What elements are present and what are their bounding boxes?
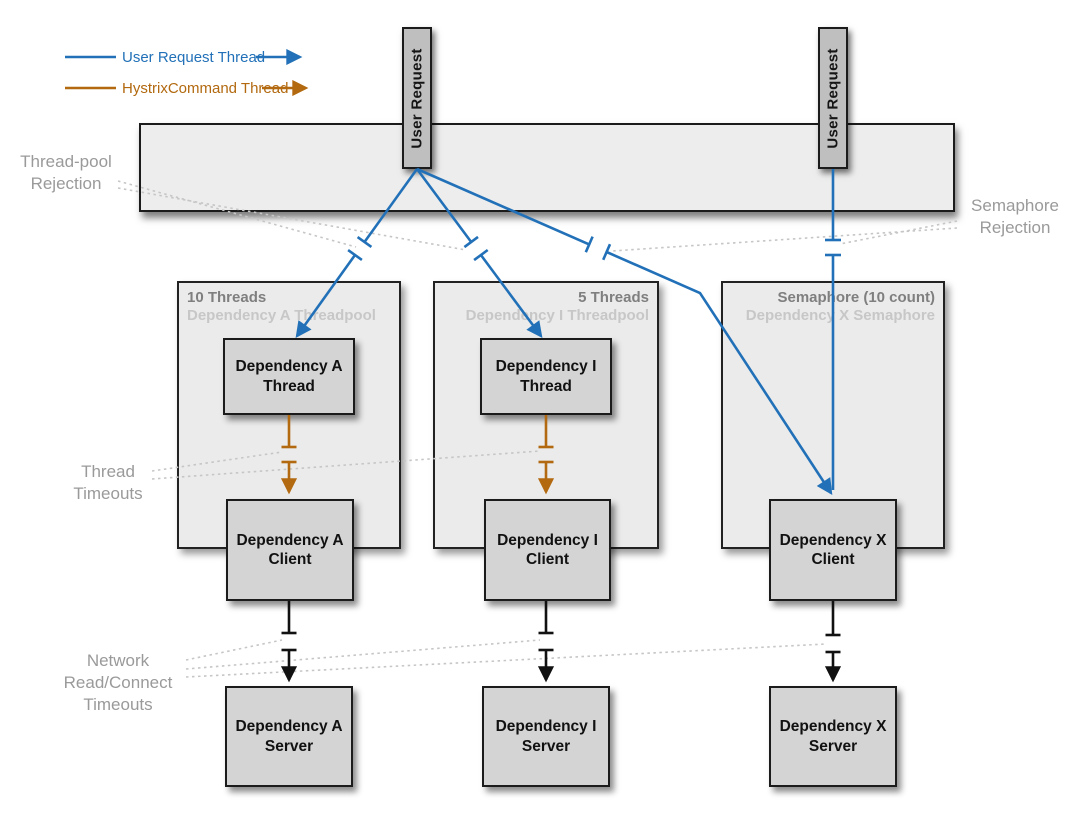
leader-network-timeouts-2 [185,639,541,670]
leader-network-timeouts-1 [185,639,283,661]
rejection-tick [356,236,373,248]
annotation-thread-timeouts: Thread Timeouts [52,461,164,505]
node-label-line: Client [268,551,312,568]
annotation-line: Timeouts [83,694,153,714]
node-label-line: Dependency I [497,531,598,549]
pool-a-name-label: Dependency A Threadpool [187,307,376,324]
rejection-tick [463,235,479,249]
node-label-line: Dependency A [235,718,343,736]
rejection-tick [347,249,363,261]
server-box-dependency-i: Dependency I Server [482,686,610,787]
rejection-tick [602,243,612,261]
network-lines [280,601,842,683]
node-label-line: Server [521,737,571,755]
thread-box-dependency-a: Dependency A Thread [223,338,355,415]
pool-a-threads-label: 10 Threads [187,289,267,306]
node-label-line: Thread [263,377,315,395]
node-label-line: Dependency A [236,531,344,549]
user-request-label: User Request [408,47,426,149]
user-request-box-2: User Request [818,27,848,169]
legend-hystrix-command-thread-label: HystrixCommand Thread [122,80,289,97]
client-box-dependency-a: Dependency A Client [226,499,354,601]
node-label-line: Server [264,737,314,755]
annotation-line: Semaphore [971,196,1059,215]
rejection-tick [584,236,594,253]
thread-box-dependency-i: Dependency I Thread [480,338,612,415]
annotation-line: Network [86,651,150,670]
node-label-line: Dependency X [779,718,887,736]
node-label-line: Dependency A [235,358,343,376]
pool-i-name-label: Dependency I Threadpool [465,307,649,324]
node-label-line: Client [525,551,570,568]
node-label-line: Client [811,551,855,568]
annotation-line: Rejection [30,173,102,193]
server-box-dependency-a: Dependency A Server [225,686,353,787]
annotation-thread-pool-rejection: Thread-pool Rejection [4,151,128,195]
leader-network-timeouts-3 [185,643,827,678]
pool-x-name-label: Dependency X Semaphore [745,307,935,324]
node-label-line: Server [808,737,858,755]
node-label-line: Dependency X [779,531,887,549]
client-box-dependency-i: Dependency I Client [484,499,611,601]
leader-semaphore-rejection-2 [611,227,958,252]
node-label-line: Dependency I [495,358,597,376]
leader-semaphore-rejection-1 [839,220,958,245]
node-label-line: Thread [520,377,572,395]
annotation-semaphore-rejection: Semaphore Rejection [956,195,1074,239]
legend-user-request-thread-label: User Request Thread [122,49,266,66]
annotation-network-timeouts: Network Read/Connect Timeouts [42,650,194,715]
annotation-line: Timeouts [73,483,143,503]
client-box-dependency-x: Dependency X Client [769,499,897,601]
annotation-line: Rejection [979,217,1051,237]
user-request-label: User Request [824,47,842,149]
node-label-line: Dependency I [495,718,597,736]
user-request-box-1: User Request [402,27,432,169]
rejection-tick [473,248,489,262]
pool-i-threads-label: 5 Threads [578,289,649,306]
annotation-line: Thread-pool [20,152,112,171]
server-box-dependency-x: Dependency X Server [769,686,897,787]
annotation-line: Read/Connect [63,672,173,692]
pool-x-threads-label: Semaphore (10 count) [777,289,935,306]
annotation-line: Thread [81,462,135,481]
